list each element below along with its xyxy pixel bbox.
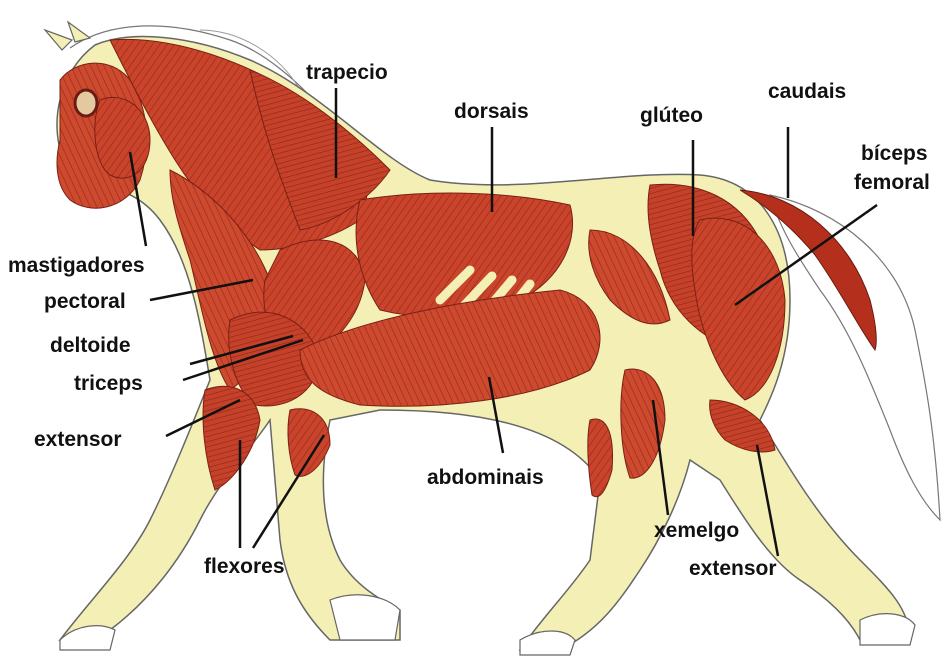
eye (75, 90, 97, 116)
label-trapecio: trapecio (306, 61, 388, 85)
label-biceps: bíceps (861, 142, 928, 166)
ear (45, 30, 72, 50)
label-dorsais: dorsais (454, 100, 529, 124)
front-hoof-right (330, 595, 400, 640)
label-flexores: flexores (204, 555, 285, 579)
label-triceps: triceps (74, 372, 143, 396)
label-xemelgo: xemelgo (654, 519, 739, 543)
label-extensor-hind: extensor (689, 557, 777, 581)
front-leg-flexor-muscle (203, 386, 260, 490)
tail-hair (770, 195, 940, 520)
label-mastigadores: mastigadores (8, 254, 145, 278)
hind-hoof-right (860, 614, 915, 645)
label-femoral: femoral (854, 171, 930, 195)
label-abdominais: abdominais (427, 466, 544, 490)
label-deltoide: deltoide (50, 334, 131, 358)
label-pectoral: pectoral (44, 290, 126, 314)
hind-hoof-left (520, 631, 575, 655)
label-gluteo: glúteo (640, 104, 703, 128)
label-extensor-front: extensor (34, 428, 122, 452)
label-caudais: caudais (768, 80, 846, 104)
